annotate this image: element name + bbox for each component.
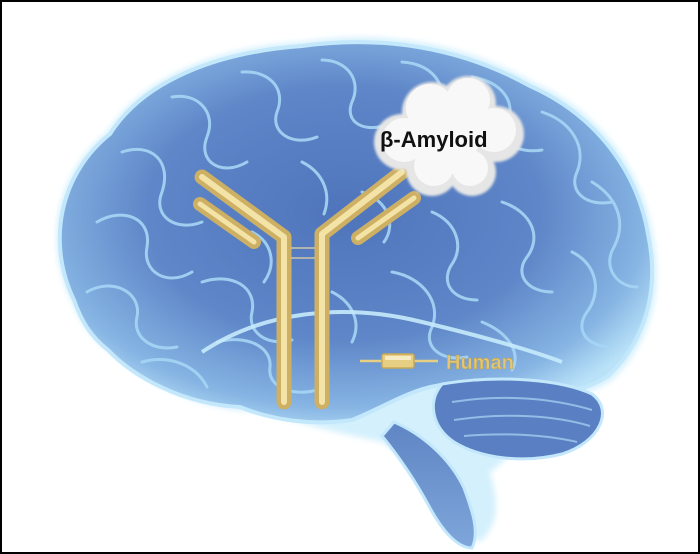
y-shaped-antibody-icon <box>193 164 421 410</box>
capsule-marker-icon <box>360 353 438 369</box>
amyloid-cloud-icon <box>374 76 524 196</box>
beta-amyloid-label: β-Amyloid <box>380 127 488 152</box>
brain-illustration <box>56 37 657 550</box>
human-label: Human <box>446 352 514 374</box>
